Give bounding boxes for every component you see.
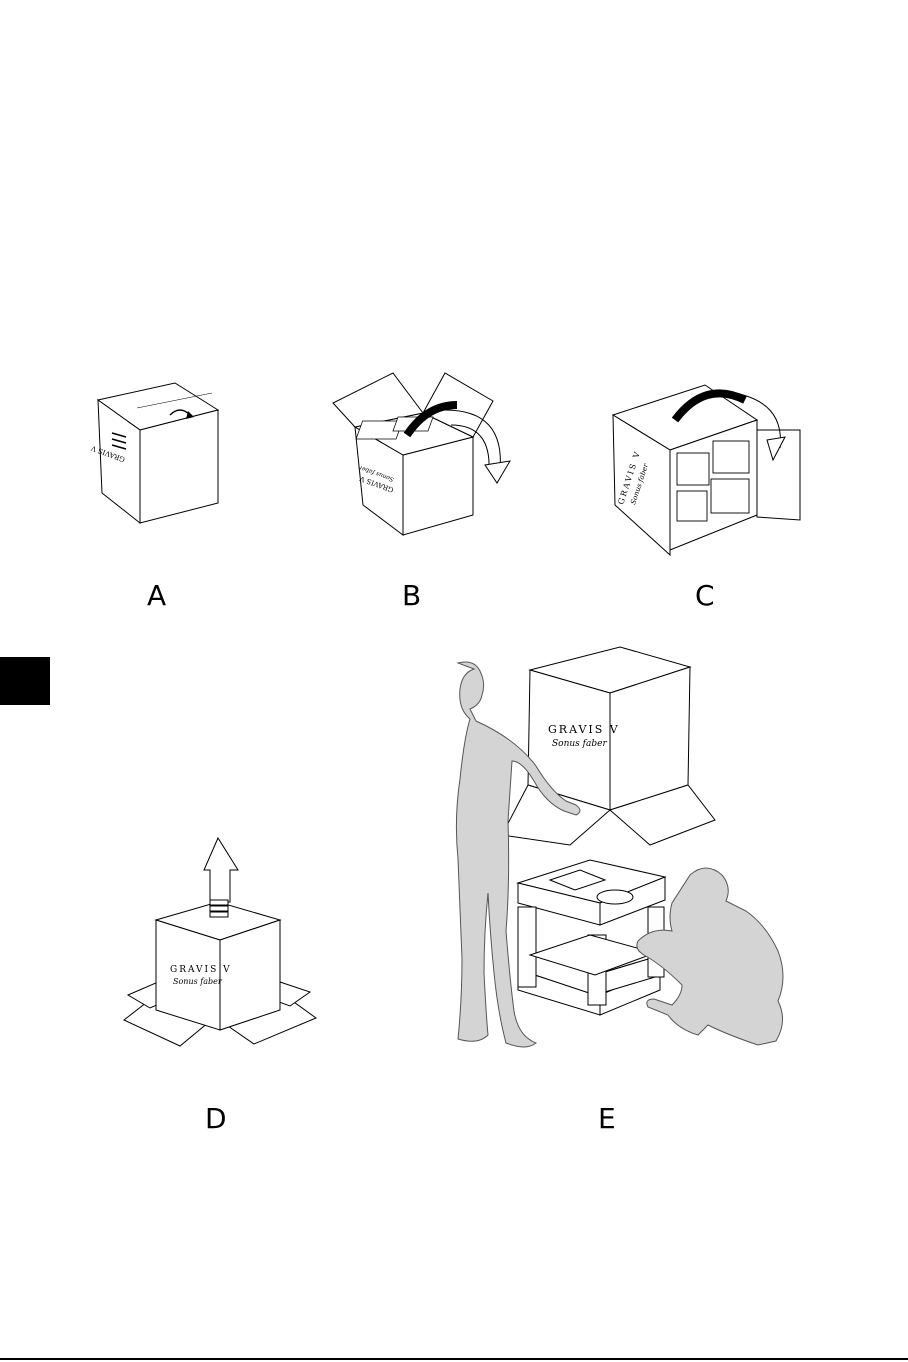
box-d-tagline: Sonus faber xyxy=(173,977,223,986)
figure-c-inner-boxes: GRAVIS V Sonus faber xyxy=(605,375,805,560)
figure-b-open-box: GRAVIS V Sonus faber xyxy=(325,365,515,540)
figure-e-unpacking-scene: GRAVIS V Sonus faber xyxy=(410,645,820,1085)
label-e: E xyxy=(598,1105,616,1133)
box-e-brand: GRAVIS V xyxy=(548,723,620,736)
figure-a-closed-box: GRAVIS V xyxy=(90,375,230,530)
section-tab xyxy=(0,657,50,705)
figure-d-lift-box: GRAVIS V Sonus faber xyxy=(120,832,320,1052)
box-e-tagline: Sonus faber xyxy=(552,739,607,749)
label-b: B xyxy=(402,582,421,610)
page-bottom-rule xyxy=(0,1358,908,1360)
label-d: D xyxy=(205,1105,227,1133)
box-d-brand: GRAVIS V xyxy=(170,965,232,975)
label-a: A xyxy=(147,582,166,610)
label-c: C xyxy=(695,582,715,610)
